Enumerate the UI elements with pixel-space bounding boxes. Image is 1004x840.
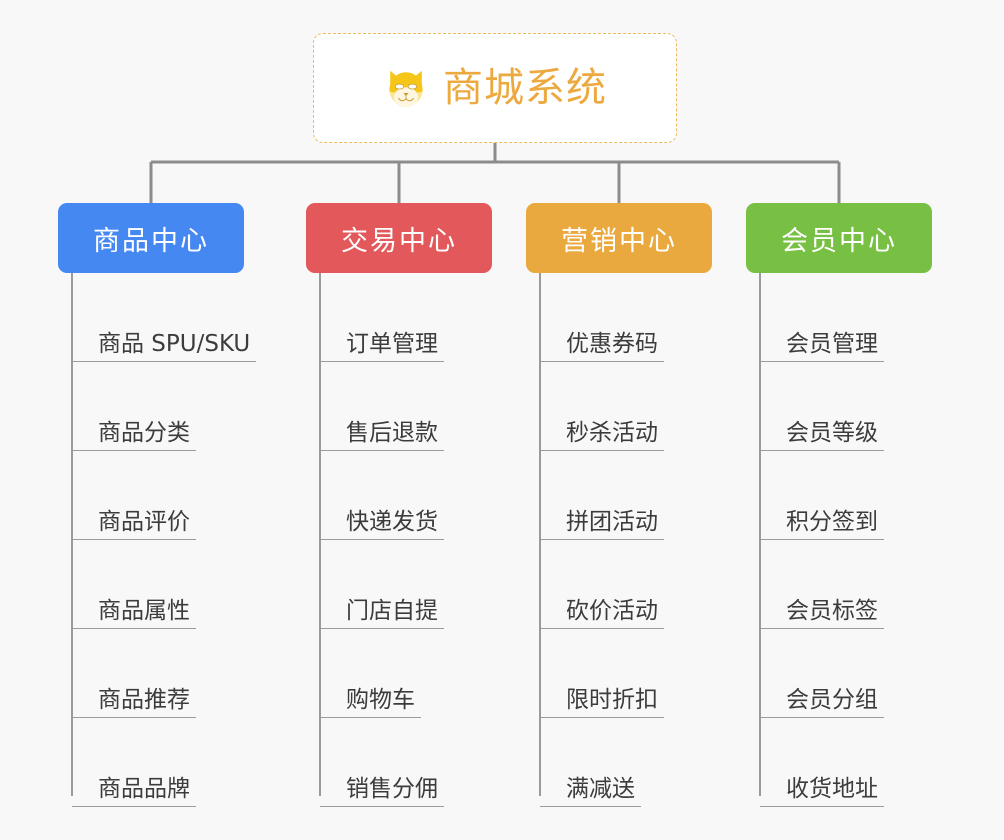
leaf-label: 拼团活动 [566,508,658,535]
leaf-item[interactable]: 商品品牌 [58,718,244,807]
leaf-item[interactable]: 满减送 [526,718,712,807]
leaf-label: 会员等级 [786,419,878,446]
leaf-underline [320,539,444,540]
category-header-3[interactable]: 营销中心 [526,203,712,273]
leaf-item[interactable]: 商品 SPU/SKU [58,273,256,362]
leaf-label: 秒杀活动 [566,419,658,446]
leaf-item[interactable]: 会员管理 [746,273,932,362]
leaf-underline [72,450,196,451]
leaf-underline [72,628,196,629]
category-header-1[interactable]: 商品中心 [58,203,244,273]
leaf-underline [760,450,884,451]
leaf-item[interactable]: 收货地址 [746,718,932,807]
leaf-list-3: 优惠券码秒杀活动拼团活动砍价活动限时折扣满减送 [526,273,712,807]
leaf-underline [540,450,664,451]
leaf-label: 商品属性 [98,597,190,624]
leaf-underline [72,717,196,718]
leaf-item[interactable]: 拼团活动 [526,451,712,540]
leaf-item[interactable]: 限时折扣 [526,629,712,718]
leaf-item[interactable]: 秒杀活动 [526,362,712,451]
category-title: 会员中心 [781,225,897,257]
leaf-label: 快递发货 [346,508,438,535]
category-title: 交易中心 [341,225,457,257]
leaf-underline [760,806,884,807]
leaf-underline [540,628,664,629]
category-column-4: 会员中心会员管理会员等级积分签到会员标签会员分组收货地址 [746,203,932,807]
leaf-label: 门店自提 [346,597,438,624]
leaf-label: 会员分组 [786,686,878,713]
leaf-label: 销售分佣 [346,775,438,802]
root-title: 商城系统 [443,65,607,111]
leaf-item[interactable]: 优惠券码 [526,273,712,362]
leaf-label: 积分签到 [786,508,878,535]
leaf-underline [540,806,641,807]
leaf-underline [540,539,664,540]
leaf-underline [320,628,444,629]
leaf-label: 会员管理 [786,330,878,357]
leaf-item[interactable]: 订单管理 [306,273,492,362]
leaf-label: 优惠券码 [566,330,658,357]
leaf-underline [760,628,884,629]
leaf-label: 售后退款 [346,419,438,446]
leaf-label: 满减送 [566,775,635,802]
leaf-underline [760,539,884,540]
leaf-item[interactable]: 商品评价 [58,451,244,540]
leaf-underline [72,539,196,540]
leaf-item[interactable]: 销售分佣 [306,718,492,807]
leaf-item[interactable]: 商品属性 [58,540,244,629]
leaf-underline [540,361,664,362]
leaf-underline [320,361,444,362]
leaf-item[interactable]: 会员分组 [746,629,932,718]
leaf-item[interactable]: 会员标签 [746,540,932,629]
leaf-item[interactable]: 砍价活动 [526,540,712,629]
leaf-underline [320,450,444,451]
leaf-underline [760,361,884,362]
leaf-underline [72,361,256,362]
leaf-underline [760,717,884,718]
leaf-item[interactable]: 会员等级 [746,362,932,451]
category-header-4[interactable]: 会员中心 [746,203,932,273]
leaf-label: 限时折扣 [566,686,658,713]
leaf-item[interactable]: 商品分类 [58,362,244,451]
leaf-item[interactable]: 门店自提 [306,540,492,629]
leaf-underline [540,717,664,718]
leaf-item[interactable]: 售后退款 [306,362,492,451]
leaf-label: 商品分类 [98,419,190,446]
leaf-label: 砍价活动 [566,597,658,624]
leaf-label: 订单管理 [346,330,438,357]
leaf-list-2: 订单管理售后退款快递发货门店自提购物车销售分佣 [306,273,492,807]
category-column-3: 营销中心优惠券码秒杀活动拼团活动砍价活动限时折扣满减送 [526,203,712,807]
leaf-underline [72,806,196,807]
leaf-item[interactable]: 商品推荐 [58,629,244,718]
leaf-label: 商品 SPU/SKU [98,330,251,357]
leaf-item[interactable]: 购物车 [306,629,492,718]
leaf-label: 收货地址 [786,775,878,802]
leaf-label: 商品推荐 [98,686,190,713]
leaf-label: 商品品牌 [98,775,190,802]
leaf-underline [320,806,444,807]
leaf-label: 会员标签 [786,597,878,624]
category-column-2: 交易中心订单管理售后退款快递发货门店自提购物车销售分佣 [306,203,492,807]
leaf-label: 商品评价 [98,508,190,535]
category-header-2[interactable]: 交易中心 [306,203,492,273]
leaf-item[interactable]: 积分签到 [746,451,932,540]
root-node[interactable]: 商城系统 [313,33,677,143]
leaf-list-1: 商品 SPU/SKU 商品分类商品评价商品属性商品推荐商品品牌 [58,273,256,807]
category-column-1: 商品中心商品 SPU/SKU 商品分类商品评价商品属性商品推荐商品品牌 [58,203,256,807]
leaf-label: 购物车 [346,686,415,713]
category-title: 商品中心 [93,225,209,257]
leaf-underline [320,717,421,718]
leaf-list-4: 会员管理会员等级积分签到会员标签会员分组收货地址 [746,273,932,807]
category-title: 营销中心 [561,225,677,257]
leaf-item[interactable]: 快递发货 [306,451,492,540]
shiba-dog-face-icon [389,70,423,108]
